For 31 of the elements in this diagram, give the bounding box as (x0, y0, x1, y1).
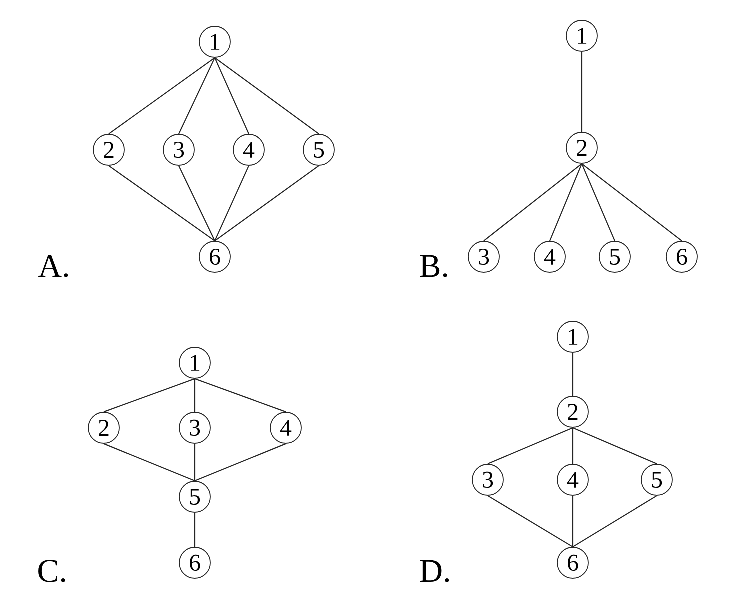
line (214, 58, 320, 134)
option-letter: C. (38, 560, 66, 582)
line (572, 352, 574, 396)
option-letter: B. (420, 255, 448, 278)
line (484, 164, 582, 242)
line (108, 58, 216, 134)
line (194, 378, 286, 413)
line (178, 166, 216, 242)
line (104, 443, 196, 482)
line (550, 164, 582, 242)
line (582, 164, 616, 242)
line (178, 58, 216, 134)
line (488, 495, 574, 548)
line (582, 164, 682, 242)
line (194, 444, 196, 482)
line (572, 495, 658, 548)
line (104, 378, 196, 413)
line (572, 496, 574, 548)
line (572, 427, 658, 465)
line (214, 166, 250, 242)
line (214, 58, 250, 134)
line (488, 427, 574, 465)
option-letter: A. (38, 255, 68, 278)
line (572, 428, 574, 464)
line (194, 443, 286, 482)
line (214, 166, 320, 242)
line (194, 512, 196, 548)
line (194, 378, 196, 412)
line (108, 166, 216, 242)
option-letter: D. (420, 560, 450, 582)
line (581, 52, 583, 132)
